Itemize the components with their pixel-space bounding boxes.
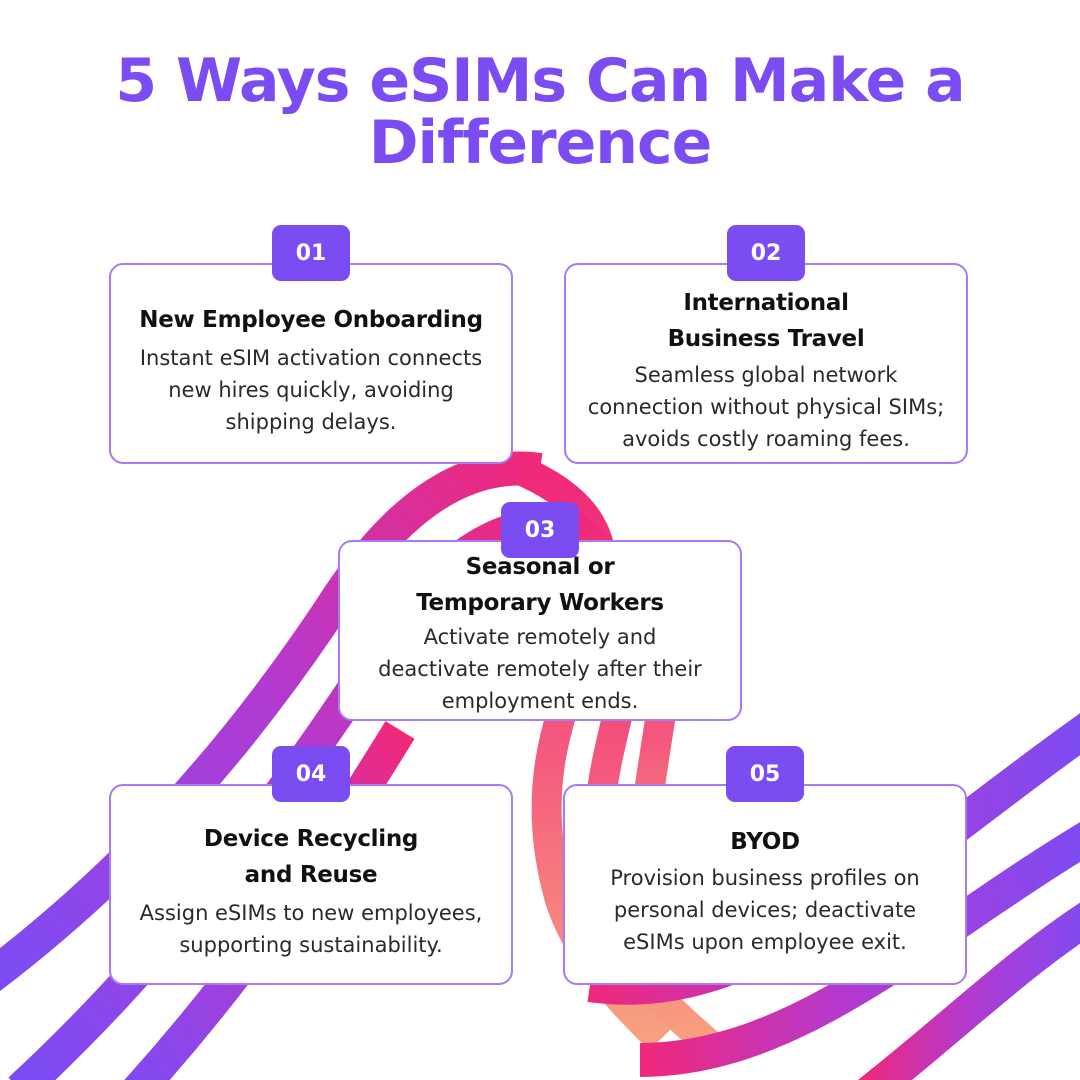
card-number-badge: 05 [726,746,804,802]
card-title: International Business Travel [667,289,865,352]
card-number-badge: 04 [272,746,350,802]
card-number-badge: 03 [501,502,579,558]
card-description: Activate remotely and deactivate remotel… [378,624,702,713]
card-seasonal-temporary-workers: 03 Seasonal or Temporary Workers Activat… [338,502,742,721]
card-description: Instant eSIM activation connects new hir… [139,345,483,434]
card-device-recycling-reuse: 04 Device Recycling and Reuse Assign eSI… [109,746,513,985]
card-title: Seasonal or Temporary Workers [416,553,664,616]
card-description: Assign eSIMs to new employees, supportin… [139,900,483,957]
card-title: Device Recycling and Reuse [203,825,419,888]
card-international-business-travel: 02 International Business Travel Seamles… [564,225,968,464]
card-byod: 05 BYOD Provision business profiles on p… [563,746,967,985]
card-number-badge: 02 [727,225,805,281]
card-description: Provision business profiles on personal … [610,865,920,954]
page-title: 5 Ways eSIMs Can Make a Difference [115,46,965,178]
card-description: Seamless global network connection witho… [587,362,945,451]
card-title: New Employee Onboarding [139,306,483,333]
card-number-badge: 01 [272,225,350,281]
card-title: BYOD [730,828,800,855]
card-new-employee-onboarding: 01 New Employee Onboarding Instant eSIM … [109,225,513,464]
